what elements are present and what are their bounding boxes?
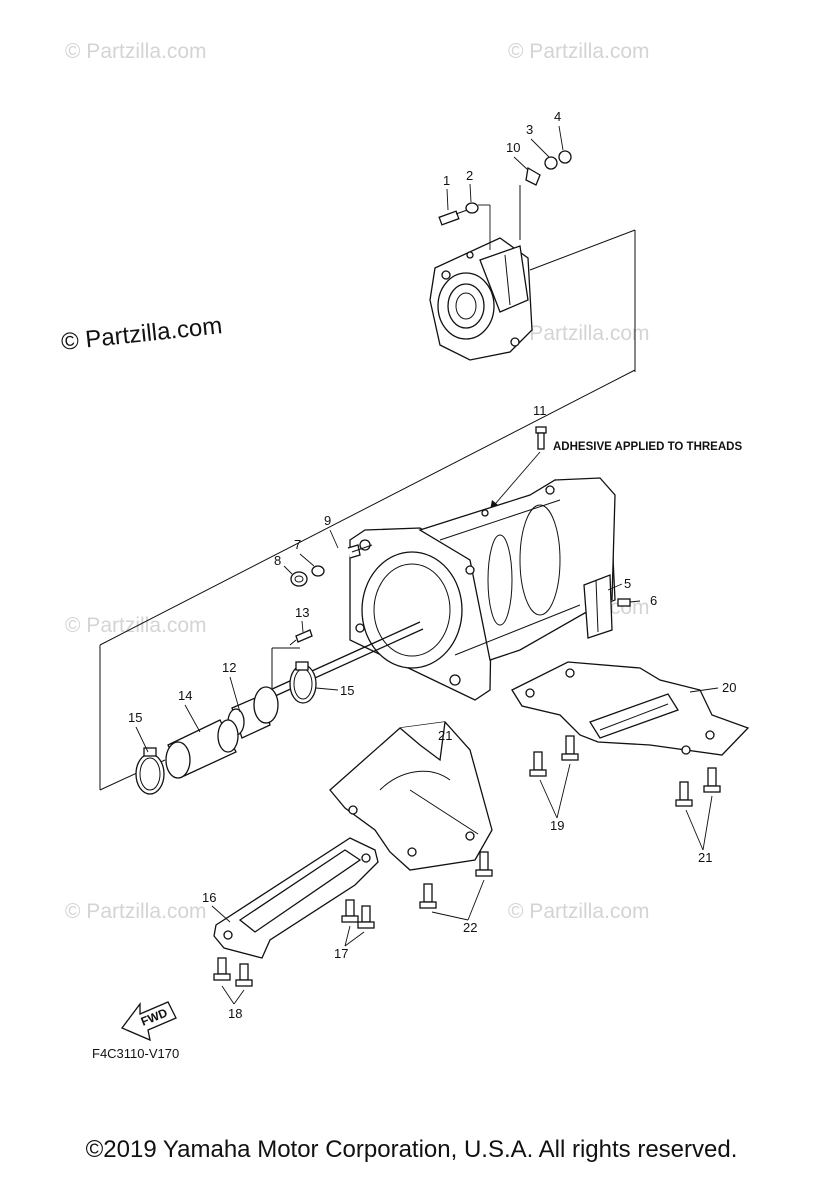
screws-21-right: [675, 767, 721, 807]
callout-1: 1: [443, 173, 450, 188]
callout-18: 18: [228, 1006, 242, 1021]
washer-7: [311, 565, 325, 577]
jet-pump-housing: [349, 477, 616, 701]
watermark: © Partzilla.com: [60, 312, 224, 356]
callout-20: 20: [722, 680, 736, 695]
screws-17: [341, 899, 375, 929]
callout-3: 3: [526, 122, 533, 137]
watermark: © Partzilla.com: [508, 40, 650, 63]
screw-6: [617, 598, 641, 607]
copyright-notice: ©2019 Yamaha Motor Corporation, U.S.A. A…: [85, 1136, 738, 1163]
callout-22: 22: [463, 920, 477, 935]
callout-15: 15: [340, 683, 354, 698]
callout-8: 8: [274, 553, 281, 568]
clip-10: [525, 166, 541, 186]
duct-16: [213, 837, 379, 959]
nut-4: [558, 150, 572, 164]
screws-22: [419, 851, 493, 909]
screw-13: [289, 629, 313, 646]
pad-5: [583, 574, 613, 639]
stud-9: [351, 544, 373, 553]
screws-18: [213, 957, 253, 987]
plate-20: [511, 661, 750, 756]
watermark: © Partzilla.com: [508, 900, 650, 923]
watermark: © Partzilla.com: [508, 322, 650, 345]
callout-16: 16: [202, 890, 216, 905]
callout-17: 17: [334, 946, 348, 961]
watermark: © Partzilla.com: [65, 40, 207, 63]
hose-14: [165, 719, 239, 779]
watermark: © Partzilla.com: [65, 900, 207, 923]
washer-3: [544, 156, 558, 170]
bearing-housing: [429, 237, 533, 361]
callout-4: 4: [554, 109, 561, 124]
forward-arrow-icon: FWD: [120, 1001, 177, 1042]
callout-5: 5: [624, 576, 631, 591]
callout-11: 11: [533, 403, 547, 418]
callout-15: 15: [128, 710, 142, 725]
callout-12: 12: [222, 660, 236, 675]
callout-6: 6: [650, 593, 657, 608]
clamp-15-right: [289, 661, 317, 704]
callout-21: 21: [698, 850, 712, 865]
bolt-11: [535, 426, 547, 450]
diagram-code: F4C3110-V170: [92, 1046, 179, 1061]
bolt-1: [438, 208, 471, 226]
callout-21: 19: [550, 818, 564, 833]
callout-9: 9: [324, 513, 331, 528]
callout-14: 14: [178, 688, 192, 703]
callout-19: 21: [438, 728, 452, 743]
callout-13: 13: [295, 605, 309, 620]
bracket-19: [329, 721, 493, 871]
adhesive-note: ADHESIVE APPLIED TO THREADS: [553, 441, 742, 453]
clamp-15-left: [135, 747, 165, 795]
nut-8: [290, 571, 308, 587]
screws-21-left: [529, 735, 579, 777]
callout-7: 7: [294, 537, 301, 552]
callout-2: 2: [466, 168, 473, 183]
washer-2: [465, 202, 479, 214]
callout-10: 10: [506, 140, 520, 155]
watermark: © Partzilla.com: [65, 614, 207, 637]
